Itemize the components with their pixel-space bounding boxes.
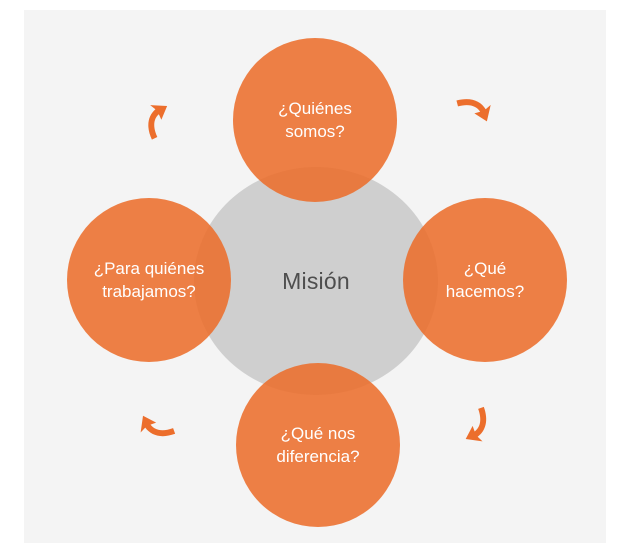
node-who-we-work-for: ¿Para quiénes trabajamos?	[67, 198, 231, 362]
curved-arrow-icon	[452, 400, 503, 451]
node-label: ¿Quiénes somos?	[278, 99, 352, 141]
curved-arrow-icon	[129, 93, 182, 146]
curved-arrow-icon	[451, 84, 500, 133]
center-circle	[194, 167, 438, 395]
center-label: Misión	[282, 267, 350, 294]
node-label: ¿Qué hacemos?	[445, 259, 525, 301]
node-label: ¿Qué nos diferencia?	[276, 424, 360, 466]
node-what-we-do: ¿Qué hacemos?	[403, 198, 567, 362]
node-label: ¿Para quiénes trabajamos?	[93, 259, 205, 301]
curved-arrow-icon	[130, 402, 181, 453]
node-what-differentiates-us: ¿Qué nos diferencia?	[236, 363, 400, 527]
node-who-we-are: ¿Quiénes somos?	[233, 38, 397, 202]
